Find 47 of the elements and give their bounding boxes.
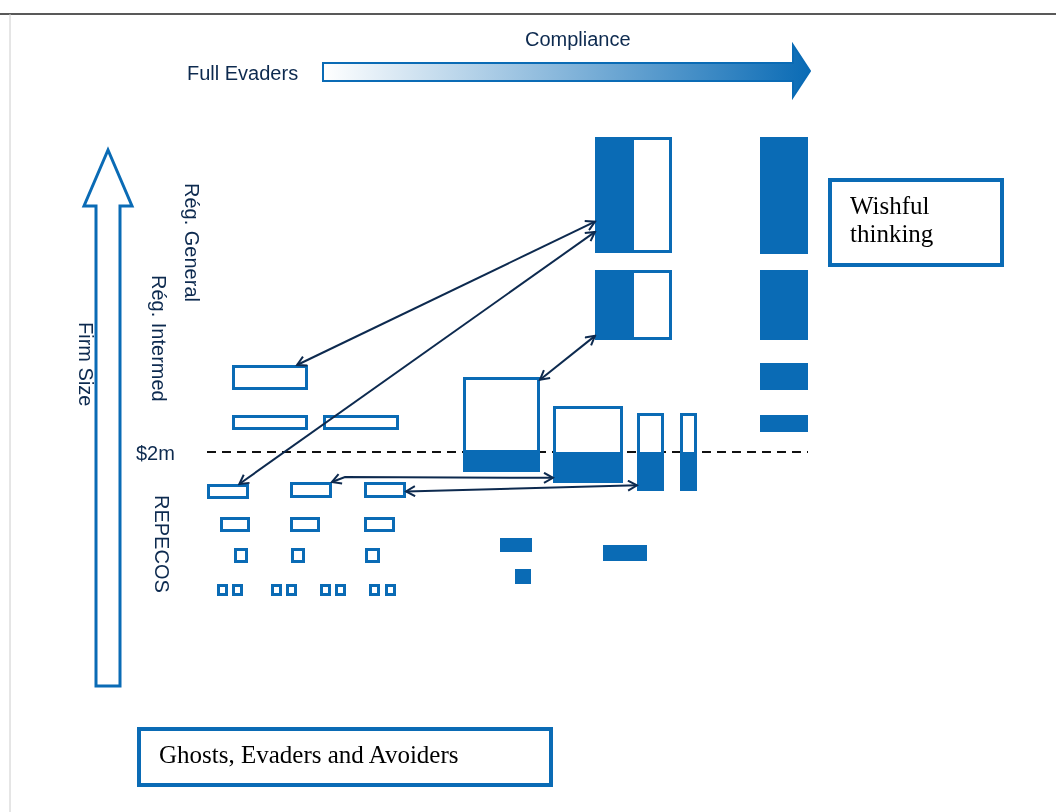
double-arrow: [405, 479, 638, 498]
outlined-bar: [385, 584, 396, 596]
category-label: Rég. General: [180, 183, 203, 302]
double-arrow: [539, 334, 596, 381]
outlined-bar: [290, 482, 332, 498]
half-filled-bar: [595, 270, 672, 340]
threshold-label: $2m: [136, 442, 175, 465]
filled-bar: [500, 538, 532, 552]
text-box: Ghosts, Evaders and Avoiders: [137, 727, 553, 787]
outlined-bar: [365, 548, 380, 563]
axis-label: Firm Size: [74, 322, 97, 407]
axis-label: Compliance: [525, 28, 631, 51]
axis-label: Full Evaders: [187, 62, 299, 85]
outlined-bar: [290, 517, 320, 532]
outlined-bar: [232, 365, 308, 390]
outlined-bar: [286, 584, 297, 596]
outlined-bar: [232, 415, 308, 430]
filled-bar: [760, 363, 808, 390]
half-filled-bar: [595, 137, 672, 253]
outlined-bar: [234, 548, 248, 563]
text-box: Wishful thinking: [828, 178, 1004, 267]
outlined-bar: [323, 415, 399, 430]
category-label: REPECOS: [150, 495, 173, 593]
outlined-bar: [220, 517, 250, 532]
double-arrow: [330, 471, 554, 485]
outlined-bar: [207, 484, 249, 499]
category-label: Rég. Intermed: [147, 275, 170, 402]
outlined-bar: [291, 548, 305, 563]
outlined-bar: [320, 584, 331, 596]
filled-bar: [760, 415, 808, 432]
outlined-bar: [217, 584, 228, 596]
outlined-bar: [369, 584, 380, 596]
filled-bar: [603, 545, 647, 561]
half-filled-bar: [680, 413, 697, 491]
outlined-bar: [271, 584, 282, 596]
double-arrow: [238, 230, 596, 485]
half-filled-bar: [463, 377, 540, 472]
outlined-bar: [232, 584, 243, 596]
double-arrow: [296, 220, 596, 367]
outlined-bar: [335, 584, 346, 596]
outlined-bar: [364, 517, 395, 532]
filled-bar: [760, 137, 808, 254]
outlined-bar: [364, 482, 406, 498]
half-filled-bar: [637, 413, 664, 491]
filled-bar: [515, 569, 531, 584]
filled-bar: [760, 270, 808, 340]
half-filled-bar: [553, 406, 623, 483]
